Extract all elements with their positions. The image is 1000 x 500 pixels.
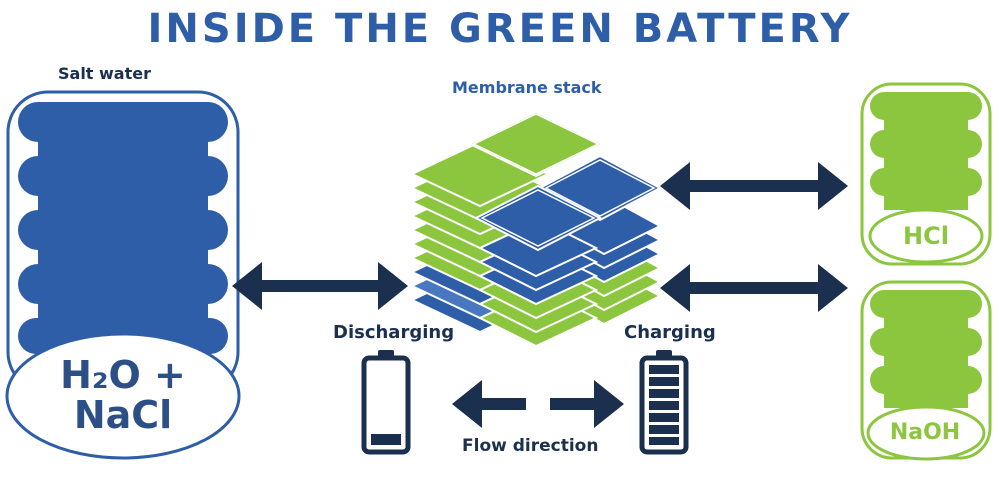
naoh-label: NaOH xyxy=(889,420,961,445)
arrow-stack-to-naoh xyxy=(660,264,848,312)
hcl-tank xyxy=(860,82,992,266)
discharging-label: Discharging xyxy=(333,322,455,343)
battery-full-icon xyxy=(639,350,689,455)
hcl-label: HCl xyxy=(903,222,949,250)
flow-direction-arrow xyxy=(452,380,624,428)
membrane-stack xyxy=(409,110,663,348)
formula-line-water: H₂O + xyxy=(60,353,186,398)
membrane-stack-label: Membrane stack xyxy=(452,78,602,97)
formula-line-salt: NaCl xyxy=(73,393,173,437)
flow-direction-label: Flow direction xyxy=(462,436,599,456)
charging-label: Charging xyxy=(624,322,716,343)
salt-water-formula: H₂O + NaCl xyxy=(8,336,238,456)
naoh-tank xyxy=(860,280,992,461)
salt-water-label: Salt water xyxy=(58,64,151,83)
arrow-salt-to-stack xyxy=(232,262,408,310)
page-title: INSIDE THE GREEN BATTERY xyxy=(147,6,853,52)
formula-ellipse xyxy=(5,332,241,460)
salt-water-tank xyxy=(5,90,241,460)
arrow-stack-to-hcl xyxy=(660,162,848,210)
battery-low-icon xyxy=(361,350,411,455)
